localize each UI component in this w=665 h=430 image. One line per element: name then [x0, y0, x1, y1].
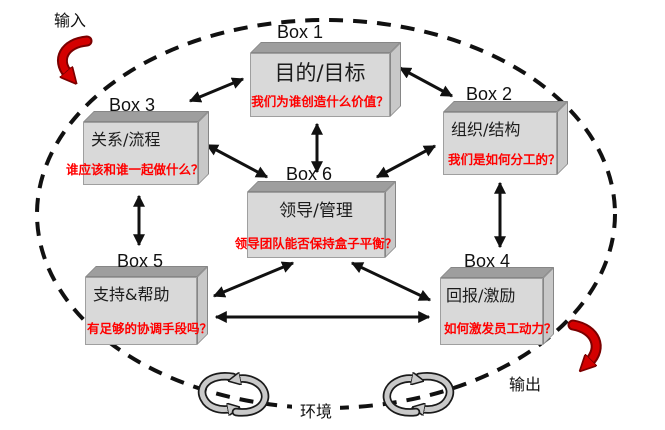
- box4-title: 回报/激励: [446, 286, 516, 305]
- arrow-box1-box2: [398, 66, 454, 98]
- box2-organization-structure: 组织/结构 我们是如何分工的？: [443, 101, 568, 175]
- cube-front-face: [440, 278, 543, 345]
- cube-front-face: [83, 122, 198, 185]
- box6-leadership-management: 领导/管理 领导团队能否保持盒子平衡？: [235, 181, 397, 258]
- box1-question: 我们为谁创造什么价值？: [251, 94, 389, 110]
- environment-swirl-arrows-right-icon: [382, 372, 455, 417]
- arrow-box3-box6: [205, 143, 269, 179]
- cube-front-face: [250, 53, 390, 117]
- cube-top-face: [250, 42, 401, 53]
- box3-relationships-process: 关系/流程 谁应该和谁一起做什么？: [66, 111, 209, 185]
- box5-question: 有足够的协调手段吗？: [87, 321, 213, 337]
- box3-title: 关系/流程: [91, 130, 161, 149]
- box4-question: 如何激发员工动力？: [444, 321, 557, 337]
- box5-support-help: 支持&帮助 有足够的协调手段吗？: [85, 266, 212, 345]
- box1-label: Box 1: [277, 22, 324, 42]
- box1-title: 目的/目标: [274, 61, 366, 85]
- connector-arrows: [133, 66, 506, 323]
- box6-question: 领导团队能否保持盒子平衡？: [234, 236, 398, 252]
- environment-swirl-arrows-left-icon: [197, 372, 270, 417]
- box5-label: Box 5: [117, 251, 164, 271]
- arrow-box5-box6: [212, 261, 295, 298]
- box4-label: Box 4: [464, 251, 511, 271]
- cube-side-face: [390, 42, 401, 117]
- cube-front-face: [443, 112, 557, 175]
- box2-question: 我们是如何分工的？: [448, 152, 561, 168]
- box4-rewards-incentives: 回报/激励 如何激发员工动力？: [440, 267, 557, 345]
- box5-title: 支持&帮助: [93, 285, 170, 304]
- cube-front-face: [247, 192, 385, 258]
- input-label: 输入: [54, 11, 87, 30]
- box2-title: 组织/结构: [451, 120, 521, 139]
- arrow-box3-box1: [188, 77, 245, 103]
- box2-label: Box 2: [466, 84, 513, 104]
- output-flow-arrow-icon: [567, 319, 602, 362]
- box1-purpose-goals: 目的/目标 我们为谁创造什么价值？: [250, 42, 401, 117]
- box6-title: 领导/管理: [279, 201, 353, 221]
- input-flow-arrow-icon: [57, 35, 93, 74]
- arrow-box6-box2: [375, 144, 437, 179]
- arrow-box6-box4: [350, 261, 432, 302]
- box3-label: Box 3: [109, 95, 156, 115]
- box3-question: 谁应该和谁一起做什么？: [66, 162, 204, 178]
- environment-boundary-ellipse: [35, 18, 617, 410]
- environment-label: 环境: [292, 398, 341, 422]
- box6-label: Box 6: [286, 164, 333, 184]
- output-label: 输出: [509, 375, 542, 394]
- cube-front-face: [85, 277, 197, 345]
